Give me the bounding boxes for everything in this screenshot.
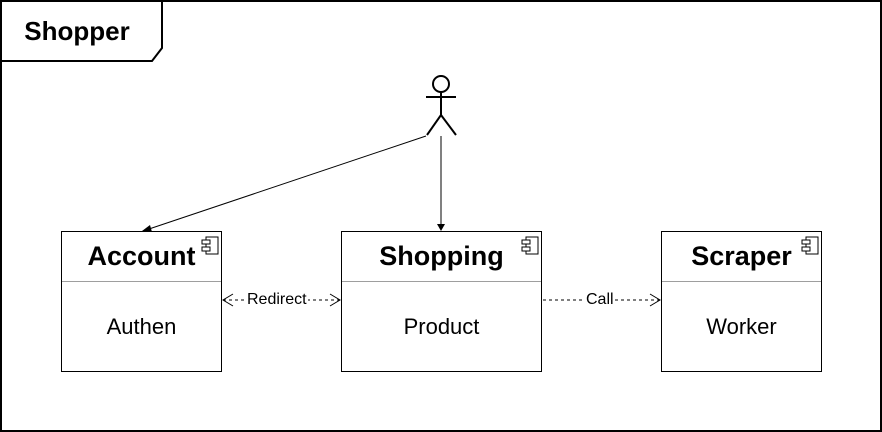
call-edge (543, 293, 661, 307)
redirect-edge (222, 293, 341, 307)
shopping-body: Product (403, 313, 480, 339)
account-header: Account (62, 232, 221, 282)
shopping-header: Shopping (342, 232, 541, 282)
account-component[interactable]: Account Authen (61, 231, 222, 372)
scraper-title: Scraper (691, 241, 792, 271)
redirect-edge-label: Redirect (246, 291, 308, 309)
scraper-component[interactable]: Scraper Worker (661, 231, 822, 372)
actor-to-account-edge (142, 135, 427, 232)
shopping-title: Shopping (379, 241, 504, 271)
component-icon (801, 236, 819, 255)
account-body: Authen (106, 313, 177, 339)
component-icon (201, 236, 219, 255)
scraper-header: Scraper (662, 232, 821, 282)
component-icon (521, 236, 539, 255)
actor-to-shopping-edge (437, 136, 445, 231)
frame-title: Shopper (24, 15, 130, 46)
call-edge-label: Call (585, 291, 615, 309)
scraper-body: Worker (706, 313, 777, 339)
account-title: Account (87, 241, 196, 271)
shopping-component[interactable]: Shopping Product (341, 231, 542, 372)
actor-icon (426, 75, 457, 136)
